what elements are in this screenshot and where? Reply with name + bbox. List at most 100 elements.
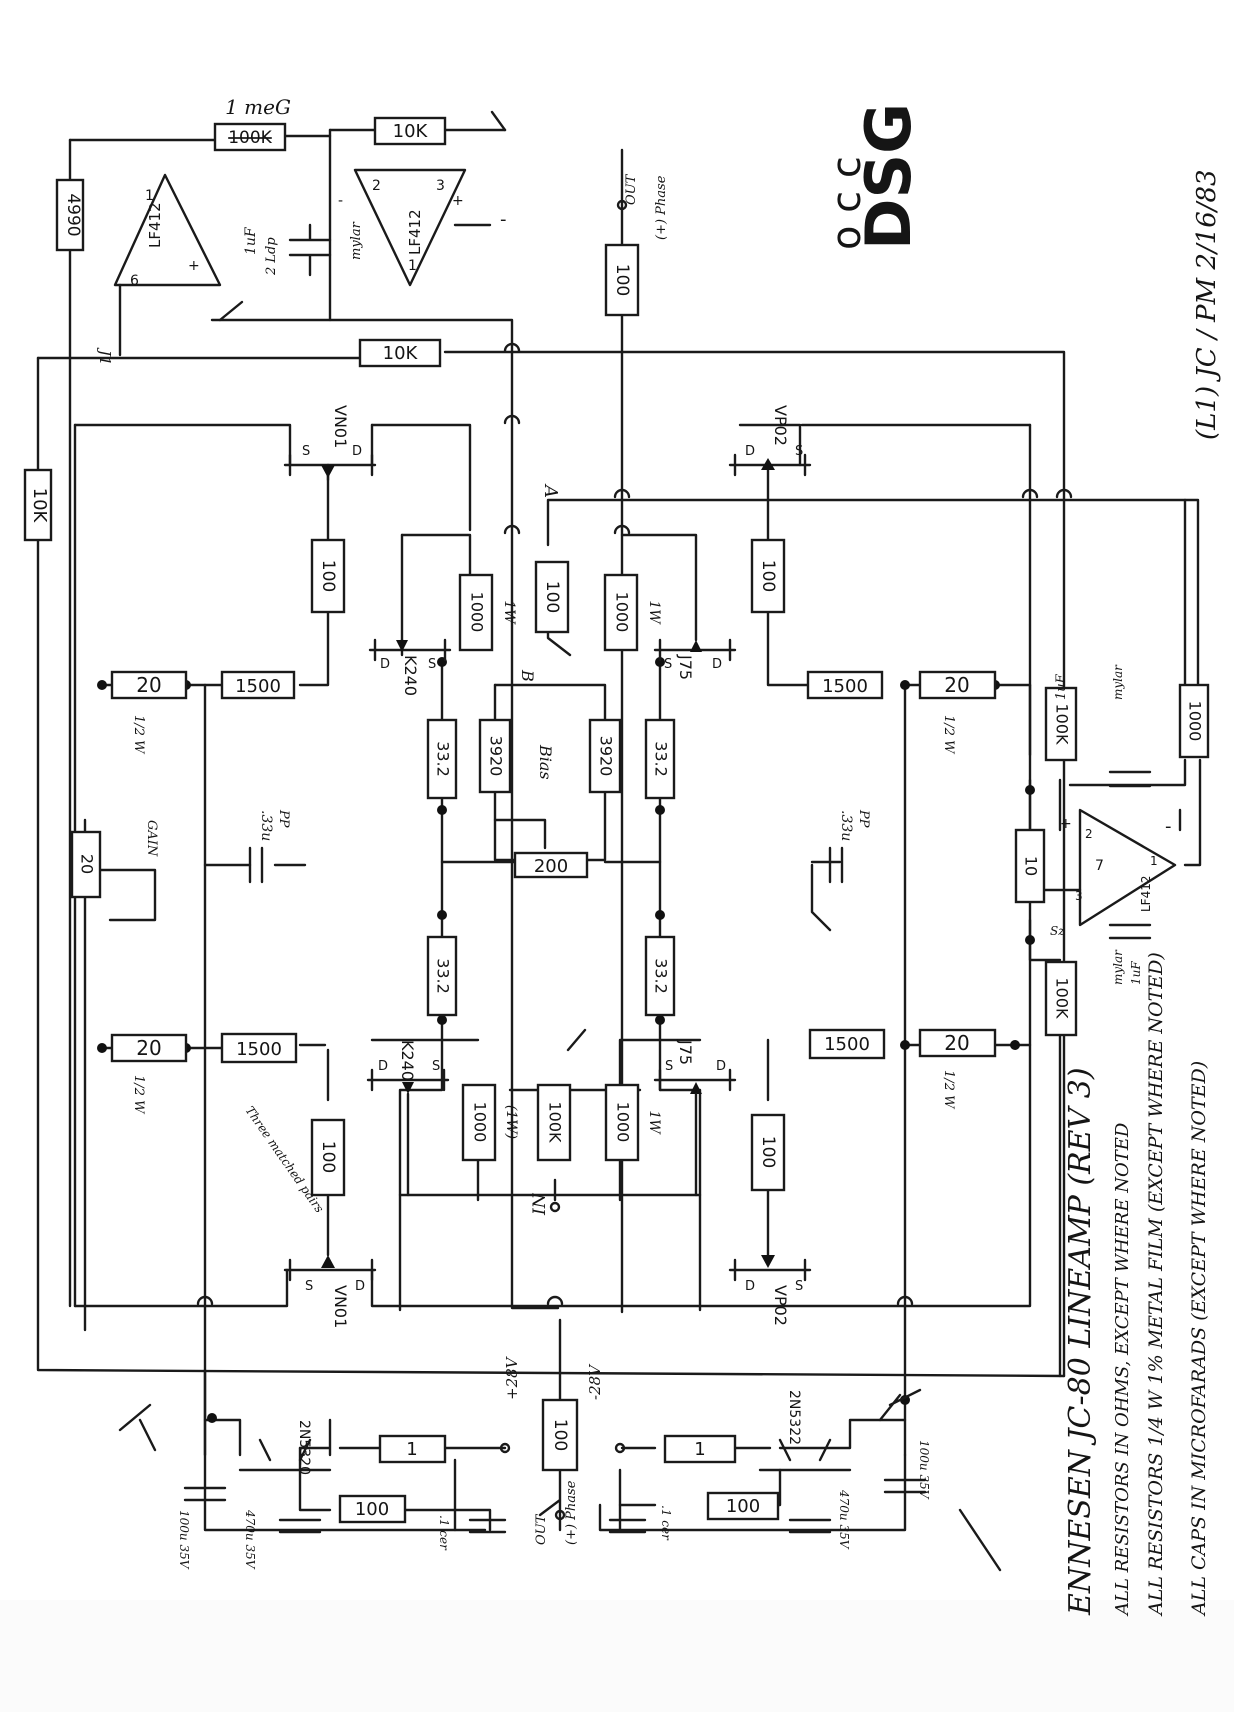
resistor-20-top-left: 20 1/2 W <box>110 670 188 755</box>
svg-text:100: 100 <box>318 560 338 592</box>
resistor-1meg: 100K 1 meG <box>213 95 291 152</box>
svg-text:20: 20 <box>944 673 969 697</box>
plus-28v-label: +28V <box>503 1355 521 1400</box>
output-bottom-label: OUT (+) Phase <box>534 1480 579 1545</box>
svg-text:S: S <box>432 1059 440 1074</box>
svg-text:PP: PP <box>856 809 871 828</box>
svg-text:1/2 W: 1/2 W <box>941 715 956 755</box>
resistor-1500-bottom-right: 1500 <box>808 1028 886 1060</box>
resistor-100-positive: 100 <box>338 1494 407 1524</box>
svg-text:VP02: VP02 <box>771 405 790 446</box>
output-top-label: OUT (+) Phase <box>616 173 669 240</box>
resistor-100-power-supply: 100 <box>541 1398 579 1472</box>
resistors: 4990 100K 1 meG 10K 10K 10K 100 100 100 … <box>23 95 1210 1524</box>
svg-text:(1W): (1W) <box>503 1105 519 1139</box>
resistor-10k-j1: 10K <box>358 338 442 368</box>
svg-text:100: 100 <box>318 1141 338 1173</box>
svg-text:J75: J75 <box>676 654 695 680</box>
svg-text:100: 100 <box>355 1499 389 1520</box>
resistor-20-bottom-right: 20 1/2 W <box>918 1028 997 1110</box>
op-amp-u3-pin7: 7 <box>1095 858 1104 874</box>
svg-text:S: S <box>664 657 672 672</box>
resistor-33-2-a: 33.2 <box>426 718 458 800</box>
resistor-4990: 4990 <box>55 178 85 252</box>
resistor-100-vp02-top: 100 <box>750 538 786 614</box>
svg-text:.1 cer: .1 cer <box>437 1515 451 1551</box>
cap-1uf-right: 1uF mylar <box>1054 664 1152 788</box>
svg-text:100: 100 <box>758 1136 778 1168</box>
resistor-1500-top-right: 1500 <box>806 670 884 700</box>
svg-text:K240: K240 <box>401 655 420 696</box>
resistor-100-negative: 100 <box>706 1491 780 1521</box>
resistor-33-2-d: 33.2 <box>644 935 676 1017</box>
resistor-1000-1w-d: 1000 1W <box>604 1083 662 1162</box>
gain-note: GAIN <box>144 820 159 857</box>
svg-text:1500: 1500 <box>236 1039 282 1060</box>
svg-text:2N5322: 2N5322 <box>786 1390 802 1445</box>
svg-text:470u 35V: 470u 35V <box>243 1509 257 1570</box>
svg-text:1000: 1000 <box>471 1102 490 1143</box>
resistor-100k-right: 100K <box>1044 686 1078 762</box>
svg-text:1500: 1500 <box>822 676 868 697</box>
svg-text:VP02: VP02 <box>771 1285 790 1326</box>
svg-text:100: 100 <box>550 1419 570 1451</box>
op-amp-u2: LF412 2 3 + 1 - - <box>338 168 507 287</box>
node-a-label: A <box>540 483 561 498</box>
bias-label: Bias <box>536 744 555 780</box>
cap-033-right: .33u PP <box>828 809 871 884</box>
svg-text:3: 3 <box>436 178 445 194</box>
svg-text:2: 2 <box>1085 827 1093 841</box>
svg-text:33.2: 33.2 <box>652 741 671 777</box>
svg-text:VN01: VN01 <box>331 1285 350 1328</box>
resistor-100-a: 100 <box>534 560 570 634</box>
svg-text:(+) Phase: (+) Phase <box>564 1480 579 1545</box>
svg-text:2: 2 <box>372 178 381 194</box>
svg-text:1: 1 <box>408 258 417 274</box>
cap-100u-right: 100u 35V <box>883 1440 931 1500</box>
svg-text:1/2 W: 1/2 W <box>131 1075 146 1115</box>
svg-text:.33u: .33u <box>258 810 274 841</box>
cap-1uf-lower: 1uF mylar Sz <box>1050 923 1152 985</box>
svg-text:100K: 100K <box>546 1101 565 1143</box>
svg-text:1: 1 <box>694 1439 705 1460</box>
svg-text:100: 100 <box>612 264 632 296</box>
svg-text:1uF: 1uF <box>243 226 259 255</box>
schematic-title: ENNESEN JC-80 LINEAMP (REV 3) <box>1063 1067 1098 1616</box>
svg-text:VN01: VN01 <box>331 405 350 448</box>
cap-100u-left: 100u 35V <box>177 1486 227 1570</box>
svg-text:100: 100 <box>758 560 778 592</box>
resistor-33-2-b: 33.2 <box>644 718 676 800</box>
jfet-k240-top: K240 D S <box>368 638 452 696</box>
svg-text:+: + <box>1060 816 1072 832</box>
sz-label: Sz <box>1050 924 1065 938</box>
title-block: ENNESEN JC-80 LINEAMP (REV 3) ALL RESIST… <box>824 103 1222 1617</box>
resistor-100-vp02-bottom: 100 <box>750 1113 786 1192</box>
svg-text:1W: 1W <box>646 1110 662 1135</box>
svg-text:D: D <box>355 1279 365 1294</box>
note-caps-microfarads: ALL CAPS IN MICROFARADS (EXCEPT WHERE NO… <box>1188 1061 1210 1617</box>
svg-text:-: - <box>338 193 343 209</box>
svg-text:100K: 100K <box>228 128 272 148</box>
mosfet-vn01-top: VN01 S D <box>283 405 377 482</box>
svg-text:mylar: mylar <box>1111 664 1125 700</box>
svg-text:mylar: mylar <box>1111 949 1125 985</box>
svg-text:S: S <box>428 657 436 672</box>
resistor-1500-bottom-left: 1500 <box>220 1032 298 1064</box>
svg-text:1: 1 <box>406 1439 417 1460</box>
svg-text:D: D <box>712 657 722 672</box>
resistor-10k-feedback: 10K <box>373 116 447 146</box>
svg-text:2N5320: 2N5320 <box>296 1420 312 1475</box>
svg-text:33.2: 33.2 <box>652 958 671 994</box>
svg-text:(+) Phase: (+) Phase <box>654 175 669 240</box>
resistor-1000-1w-a: 1000 1W <box>458 573 517 652</box>
resistor-3920-b: 3920 <box>588 718 622 794</box>
mosfet-vn01-bottom: VN01 S D <box>283 1255 377 1328</box>
svg-text:33.2: 33.2 <box>434 741 453 777</box>
resistor-1000-right: 1000 <box>1178 683 1210 759</box>
svg-text:1000: 1000 <box>1186 701 1205 742</box>
jfet-j75-top: J75 S D <box>653 638 737 680</box>
svg-text:100K: 100K <box>1053 703 1072 745</box>
cap-1uf-top: 1uF 2 Ldp mylar <box>243 221 364 277</box>
svg-text:OUT: OUT <box>534 1513 549 1545</box>
svg-text:1/2 W: 1/2 W <box>941 1070 956 1110</box>
